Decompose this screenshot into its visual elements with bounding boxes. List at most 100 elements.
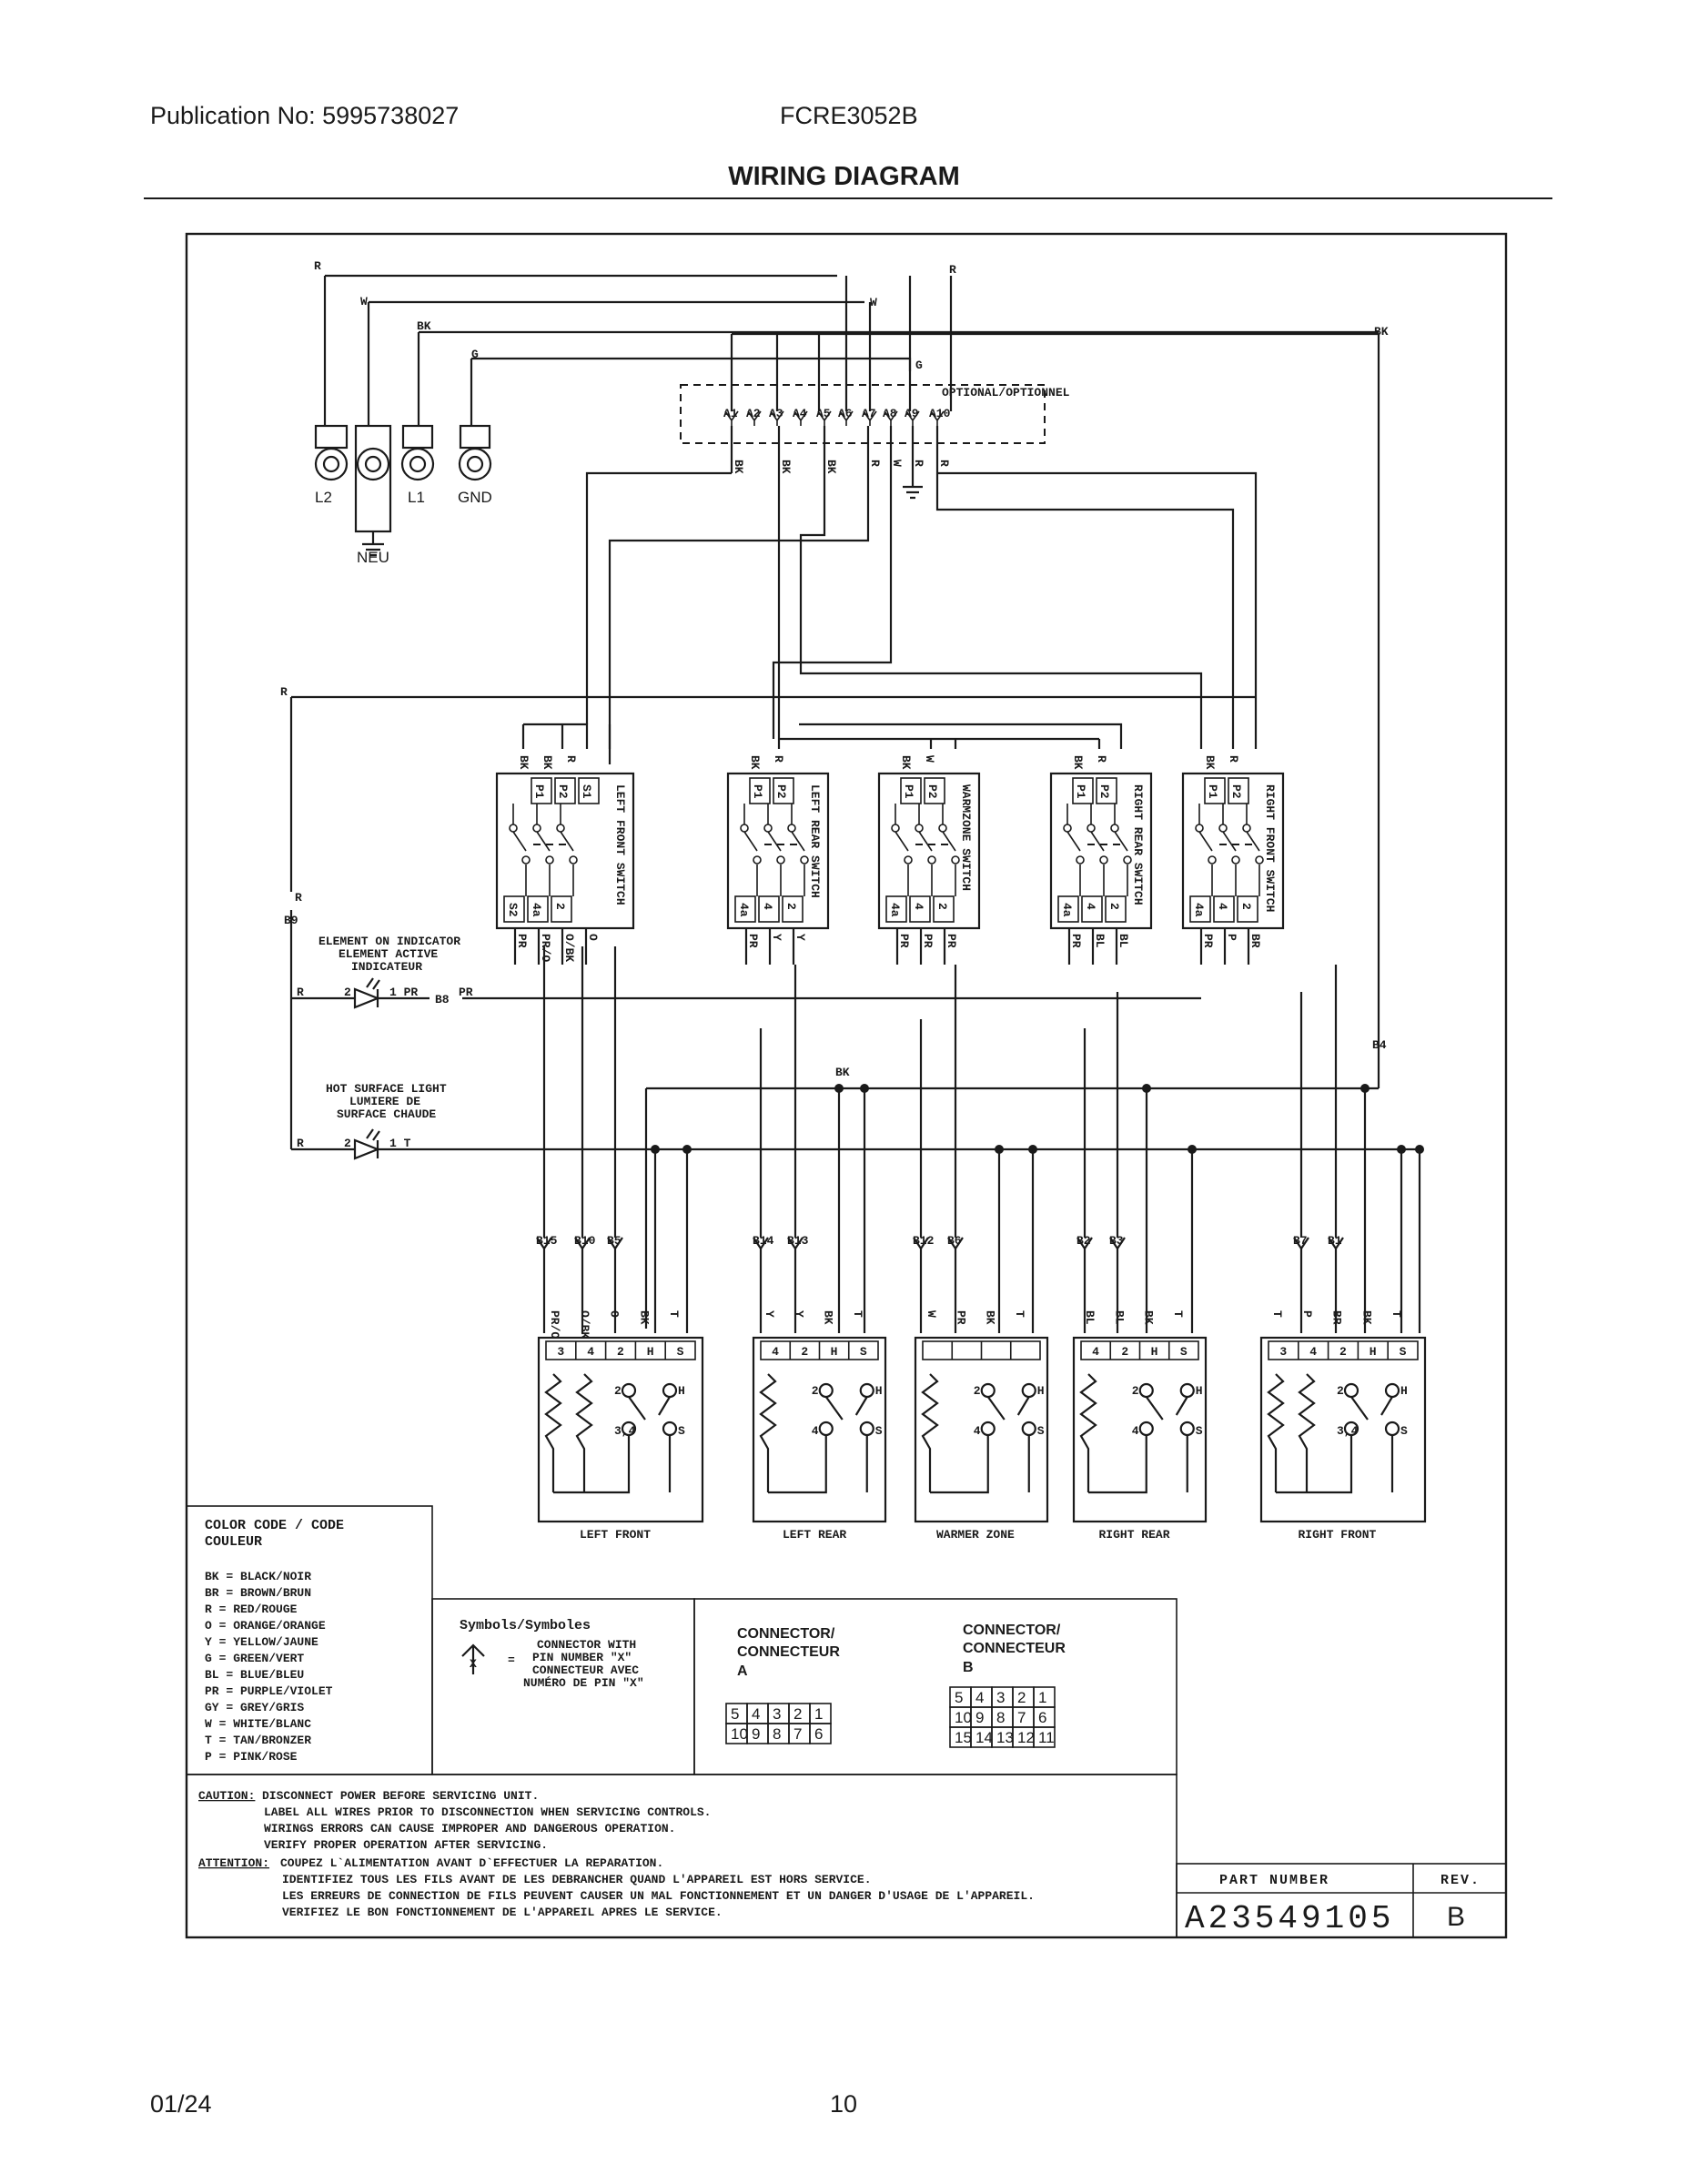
b-pin-label: B15 (536, 1234, 558, 1248)
switch-top-wire: BK (1071, 755, 1085, 770)
switch-bottom-wire: PR (1201, 934, 1215, 948)
element-wire-label: BK (1359, 1310, 1373, 1325)
switch-bottom-wire: O (586, 934, 600, 941)
connectors-box: CONNECTOR/ CONNECTEUR A CONNECTOR/ CONNE… (693, 1598, 1178, 1775)
b-pin-label: B6 (947, 1234, 962, 1248)
attention-line: IDENTIFIEZ TOUS LES FILS AVANT DE LES DE… (282, 1873, 872, 1886)
b8-pin: B8 (435, 993, 450, 1006)
caution-line: VERIFY PROPER OPERATION AFTER SERVICING. (264, 1838, 548, 1852)
color-code-item: O = ORANGE/ORANGE (205, 1619, 326, 1633)
switch-terminal (527, 895, 549, 923)
trunk-wiring (289, 471, 1258, 892)
element-pin-2: 2 (812, 1384, 819, 1398)
wire-label-bk2: BK (1374, 325, 1389, 339)
bk-mid-wire: BK (835, 1066, 850, 1079)
element-wire-label: BR (1330, 1310, 1344, 1325)
connector-a-value: 2 (793, 1705, 802, 1723)
connector-wire-label: R (868, 460, 882, 467)
element-terminal-label: H (831, 1345, 838, 1359)
element-name: RIGHT REAR (1099, 1528, 1170, 1542)
switch-terminal (1189, 895, 1211, 923)
element-pin-s: S (1196, 1424, 1203, 1438)
color-code-title2: COULEUR (205, 1534, 262, 1550)
switch-terminal-label: 2 (1107, 903, 1121, 910)
element-wire-label: T (1270, 1310, 1284, 1318)
switch-terminal-label: 4 (761, 903, 774, 910)
connector-a-cell (809, 1723, 832, 1744)
connector-pin-label: A3 (769, 407, 783, 420)
element-wire-label: BK (984, 1310, 997, 1325)
downstream-wire (536, 946, 552, 1333)
element-wire-label: W (925, 1310, 938, 1318)
hot-surface-p1: 1 T (389, 1137, 411, 1150)
switch-top-wire: R (772, 755, 785, 763)
element-on-sub1: ELEMENT ACTIVE (339, 947, 438, 961)
element-pin-h: H (678, 1384, 685, 1398)
connector-pin-mark (930, 410, 945, 426)
connector-b-value: 14 (975, 1729, 993, 1746)
switch-terminal (578, 777, 600, 804)
element-terminal-label: 4 (1309, 1345, 1317, 1359)
connector-pin-mark (817, 410, 832, 426)
element-terminal-label: S (860, 1345, 867, 1359)
connector-b-value: 2 (1017, 1689, 1026, 1706)
connector-wire-label: BK (732, 460, 745, 474)
switch-terminal (933, 895, 955, 923)
switch-terminal-label: 4a (530, 903, 543, 917)
attention-label: ATTENTION: (198, 1856, 269, 1870)
switch-terminal (1228, 777, 1249, 804)
switch-terminal (551, 895, 572, 923)
element-terminal-label: H (647, 1345, 654, 1359)
element-wire-label: Y (763, 1310, 776, 1318)
switch-name: RIGHT REAR SWITCH (1131, 784, 1145, 905)
caution-line: WIRINGS ERRORS CAN CAUSE IMPROPER AND DA… (264, 1822, 675, 1835)
switch-bottom-wire: Y (770, 934, 783, 941)
b9-wire: R (295, 891, 302, 905)
element-wire-label: BK (1142, 1310, 1156, 1325)
color-code-item: P = PINK/ROSE (205, 1750, 298, 1764)
switch-terminal-label: 2 (553, 903, 567, 910)
connector-a-value: 7 (793, 1725, 802, 1743)
symbols-x: X (470, 1657, 477, 1671)
connector-wire-label: BK (779, 460, 793, 474)
symbols-line-1: CONNECTOR WITH (537, 1638, 636, 1652)
switch-terminal-label: P2 (925, 784, 939, 799)
indicator-circuits: B9 R R ELEMENT ON INDICATOR ELEMENT ACTI… (280, 685, 1420, 1329)
downstream-wire (1328, 965, 1344, 1333)
switch-terminal (734, 895, 756, 923)
element-on-title: ELEMENT ON INDICATOR (318, 935, 460, 948)
connector-pin-mark (793, 410, 808, 426)
color-code-title: COLOR CODE / CODE (205, 1518, 344, 1533)
element-terminal-label: S (1400, 1345, 1407, 1359)
connector-a-value: 6 (814, 1725, 823, 1743)
switch-top-wire: BK (748, 755, 762, 770)
switch-bottom-wire: PR (897, 934, 911, 948)
hot-surface-sub1: LUMIERE DE (349, 1095, 420, 1108)
element-name: LEFT FRONT (580, 1528, 651, 1542)
connector-pin-mark (724, 410, 739, 426)
connector-pin-label: A5 (816, 407, 831, 420)
connector-a-value: 10 (731, 1725, 748, 1743)
connector-b-value: 7 (1017, 1709, 1026, 1726)
switch-terminal-label: 4 (1216, 903, 1229, 910)
element-wire-label: T (667, 1310, 681, 1318)
element-body (537, 1336, 704, 1523)
element-pin-2: 2 (1132, 1384, 1139, 1398)
element-pin-s: S (1400, 1424, 1408, 1438)
element-wire-label: T (1013, 1310, 1026, 1318)
switch-body (495, 772, 635, 930)
element-pin-h: H (875, 1384, 883, 1398)
color-code-item: PR = PURPLE/VIOLET (205, 1684, 333, 1698)
element-on-p2: 2 (344, 986, 351, 999)
switch-bottom-wire: P (1225, 934, 1238, 941)
switch-terminal-label: S1 (580, 784, 593, 799)
element-terminal-label: 4 (1092, 1345, 1099, 1359)
symbols-line-3: CONNECTEUR AVEC (532, 1663, 639, 1677)
switch-terminal (885, 895, 907, 923)
element-pin-2: 2 (974, 1384, 981, 1398)
element-terminal-label: 3 (1279, 1345, 1287, 1359)
connector-pin-mark (863, 410, 877, 426)
